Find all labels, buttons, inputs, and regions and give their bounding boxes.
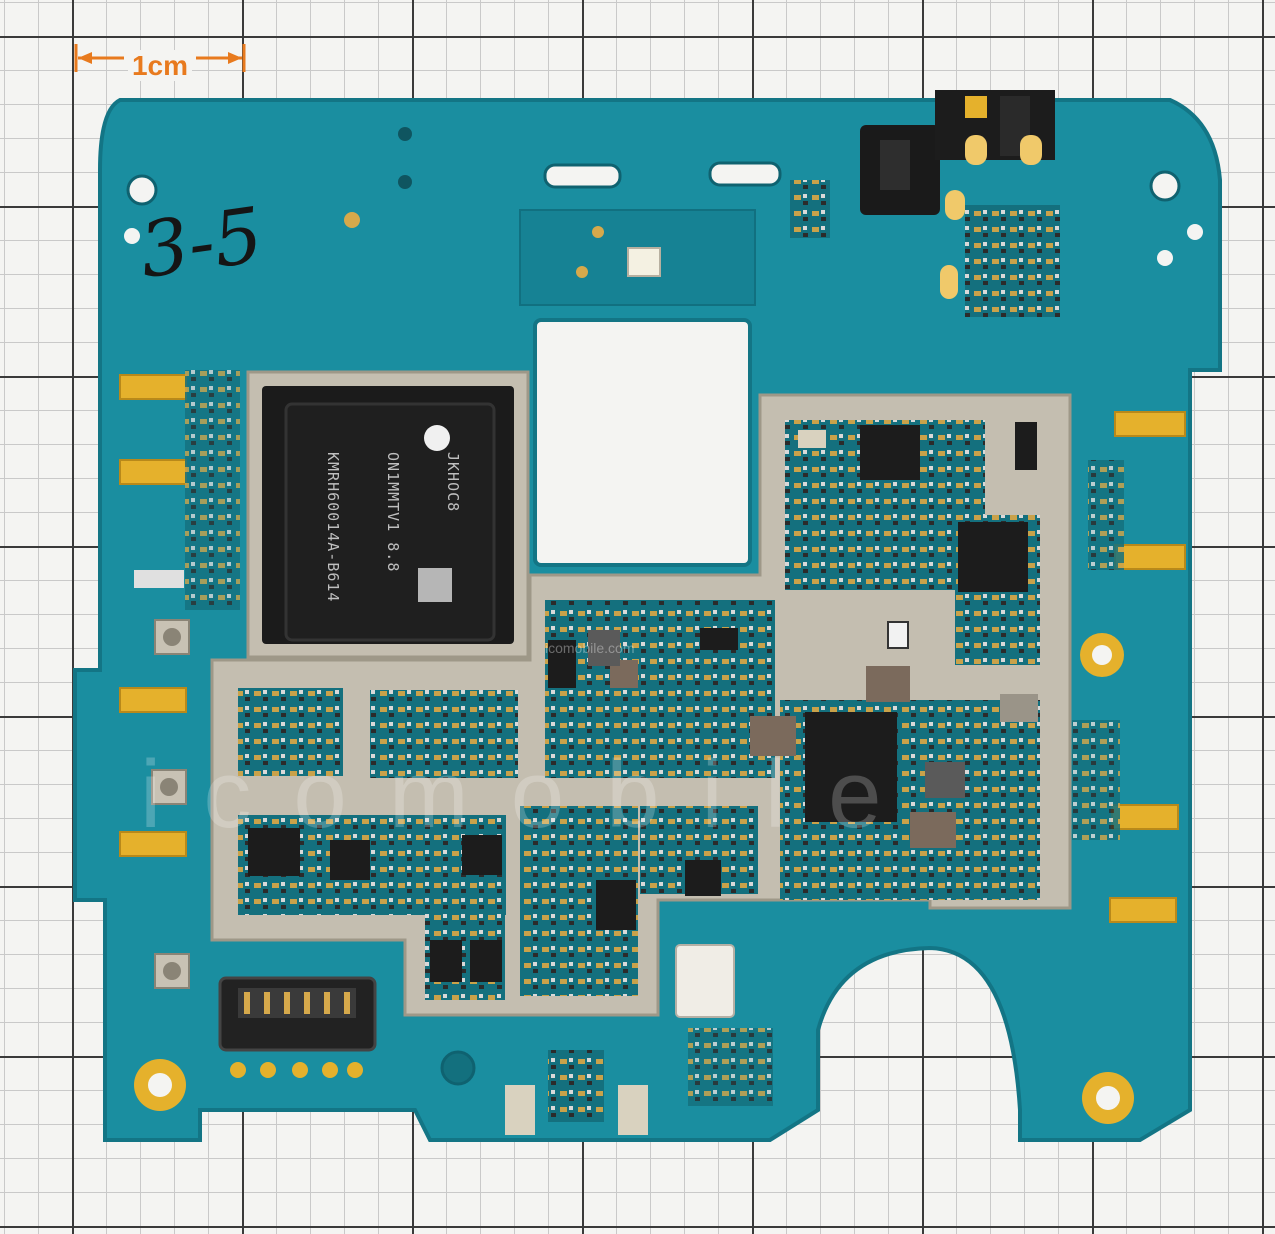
scale-bar-label-box: 1cm	[72, 40, 248, 81]
chip-marking-1: KMRH60014A-B614	[324, 452, 342, 603]
battery-connector	[218, 976, 377, 1052]
flash-led	[627, 247, 661, 277]
top-slot	[543, 163, 622, 189]
camera-cutout	[533, 318, 752, 567]
antenna-connector	[151, 619, 190, 989]
scale-bar-label: 1cm	[72, 50, 248, 81]
chip-marking-3: JKHOC8	[444, 452, 462, 513]
top-slot	[708, 161, 782, 187]
side-contacts-left	[119, 374, 187, 857]
side-contacts-right	[1109, 411, 1186, 923]
scale-bar	[74, 44, 246, 72]
chip-marking-2: ON1MMTV1 8.8	[384, 452, 402, 573]
handwritten-mark: 3-5	[134, 189, 268, 296]
small-connector	[675, 944, 735, 1018]
